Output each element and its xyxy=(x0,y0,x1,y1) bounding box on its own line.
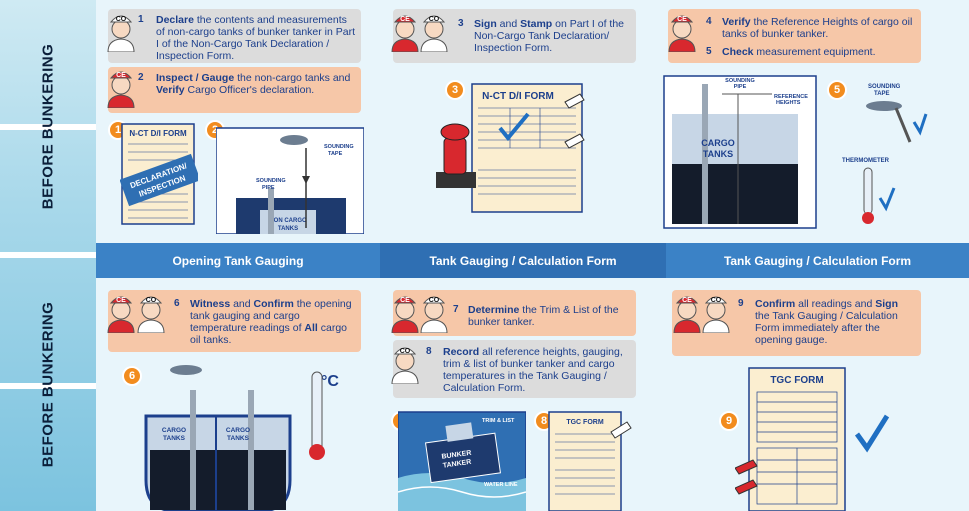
step-2-number: 2 xyxy=(138,72,144,83)
svg-text:CE: CE xyxy=(400,16,410,23)
svg-text:NON CARGO: NON CARGO xyxy=(269,218,307,224)
svg-text:CO: CO xyxy=(429,16,440,23)
tgc-form-record-illustration: TGC FORM xyxy=(548,411,632,511)
ce-avatar-icon: CE xyxy=(391,15,419,52)
sign-stamp-illustration: N-CT D/I FORM xyxy=(436,83,585,213)
co-avatar-icon: CO xyxy=(420,296,448,333)
svg-text:TANKER: TANKER xyxy=(442,459,471,470)
section-bar-opening: Opening Tank Gauging xyxy=(96,243,380,278)
co-avatar-icon: CO xyxy=(420,15,448,52)
sounding-illustration: NON CARGO TANKS SOUNDING TAPE SOUNDING P… xyxy=(216,127,364,234)
step-8-box xyxy=(393,340,636,398)
ce-avatar-icon: CE xyxy=(668,15,696,52)
step-9-text: Confirm all readings and Sign the Tank G… xyxy=(755,298,898,346)
svg-text:CO: CO xyxy=(429,297,440,304)
step-1-text: Declare the contents and measurements of… xyxy=(156,14,356,62)
svg-text:WATER LINE: WATER LINE xyxy=(484,482,518,488)
svg-text:TAPE: TAPE xyxy=(328,151,343,157)
step-4-text: Verify the Reference Heights of cargo oi… xyxy=(722,16,913,40)
svg-text:SOUNDING: SOUNDING xyxy=(256,178,286,184)
svg-text:PIPE: PIPE xyxy=(734,84,747,90)
step-5-number: 5 xyxy=(706,46,712,57)
svg-text:CE: CE xyxy=(116,72,126,79)
step-8-text: Record all reference heights, gauging, t… xyxy=(443,346,623,394)
svg-text:THERMOMETER: THERMOMETER xyxy=(842,158,890,164)
svg-text:CE: CE xyxy=(116,297,126,304)
sidebar-label-top: BEFORE BUNKERING xyxy=(39,43,57,209)
section-bar-form-b: Tank Gauging / Calculation Form xyxy=(666,243,969,278)
svg-text:CE: CE xyxy=(400,297,410,304)
marker-9: 9 xyxy=(719,411,739,431)
step-7-text: Determine the Trim & List of the bunker … xyxy=(468,304,619,328)
svg-text:TANKS: TANKS xyxy=(227,435,250,442)
step-7-number: 7 xyxy=(453,304,459,315)
step-5-text: Check measurement equipment. xyxy=(722,46,876,58)
svg-text:PIPE: PIPE xyxy=(262,185,275,191)
svg-text:N-CT D/I FORM: N-CT D/I FORM xyxy=(129,129,187,138)
step-2-box xyxy=(108,67,361,113)
svg-text:TGC FORM: TGC FORM xyxy=(566,419,603,426)
svg-text:CE: CE xyxy=(682,297,692,304)
step-3-number: 3 xyxy=(458,18,464,29)
marker-3: 3 xyxy=(445,80,465,100)
ce-avatar-icon: CE xyxy=(391,296,419,333)
step-4-5-box xyxy=(668,9,921,63)
co-avatar-icon: CO xyxy=(107,15,135,52)
svg-text:CARGO: CARGO xyxy=(226,427,250,434)
ce-avatar-icon: CE xyxy=(107,71,135,108)
ce-avatar-icon: CE xyxy=(107,296,135,333)
svg-text:°C: °C xyxy=(321,373,339,390)
ce-avatar-icon: CE xyxy=(673,296,701,333)
svg-text:N-CT D/I FORM: N-CT D/I FORM xyxy=(482,91,554,102)
nct-form-illustration: N-CT D/I FORM DECLARATION/ INSPECTION xyxy=(120,123,198,225)
svg-text:SOUNDING: SOUNDING xyxy=(324,144,354,150)
svg-text:REFERENCE: REFERENCE xyxy=(774,94,808,100)
step-4-number: 4 xyxy=(706,16,712,27)
svg-text:CARGO: CARGO xyxy=(162,427,186,434)
step-8-number: 8 xyxy=(426,346,432,357)
svg-text:CARGO: CARGO xyxy=(701,138,735,148)
step-2-text: Inspect / Gauge the non-cargo tanks and … xyxy=(156,72,351,96)
reference-height-illustration: SOUNDING PIPE REFERENCE HEIGHTS CARGO TA… xyxy=(663,75,817,229)
svg-text:CO: CO xyxy=(400,348,411,355)
svg-text:CE: CE xyxy=(677,16,687,23)
svg-text:HEIGHTS: HEIGHTS xyxy=(776,100,801,106)
co-avatar-icon: CO xyxy=(702,296,730,333)
svg-text:TRIM & LIST: TRIM & LIST xyxy=(482,418,515,424)
marker-5: 5 xyxy=(827,80,847,100)
step-1-number: 1 xyxy=(138,14,144,25)
step-1-box xyxy=(108,9,361,63)
sidebar-divider xyxy=(0,383,96,389)
trim-list-illustration: BUNKER TANKER TRIM & LIST WATER LINE xyxy=(398,411,526,511)
svg-text:CO: CO xyxy=(146,297,157,304)
svg-text:SOUNDING: SOUNDING xyxy=(868,84,901,90)
step-6-text: Witness and Confirm the opening tank gau… xyxy=(190,298,352,346)
step-9-number: 9 xyxy=(738,298,744,309)
svg-text:BUNKER: BUNKER xyxy=(441,450,472,461)
svg-text:TANKS: TANKS xyxy=(703,149,733,159)
opening-gauging-illustration: CARGO TANKS CARGO TANKS °C xyxy=(144,365,339,511)
svg-text:TANKS: TANKS xyxy=(278,226,298,232)
marker-6: 6 xyxy=(122,366,142,386)
co-avatar-icon: CO xyxy=(391,347,419,384)
measurement-equipment-illustration: SOUNDING TAPE THERMOMETER xyxy=(842,84,928,224)
section-bar-form-a: Tank Gauging / Calculation Form xyxy=(380,243,666,278)
svg-text:TANKS: TANKS xyxy=(163,435,186,442)
svg-text:TAPE: TAPE xyxy=(874,91,890,97)
svg-text:SOUNDING: SOUNDING xyxy=(725,78,755,84)
step-3-text: Sign and Stamp on Part I of the Non-Carg… xyxy=(474,18,624,54)
co-avatar-icon: CO xyxy=(137,296,165,333)
tgc-form-sign-illustration: TGC FORM xyxy=(735,367,890,511)
sidebar-label-bottom: BEFORE BUNKERING xyxy=(39,301,57,468)
sidebar-divider xyxy=(0,252,96,258)
sidebar-divider xyxy=(0,124,96,130)
svg-text:CO: CO xyxy=(711,297,722,304)
step-6-number: 6 xyxy=(174,298,180,309)
svg-text:TGC FORM: TGC FORM xyxy=(770,375,823,386)
svg-text:CO: CO xyxy=(116,16,127,23)
